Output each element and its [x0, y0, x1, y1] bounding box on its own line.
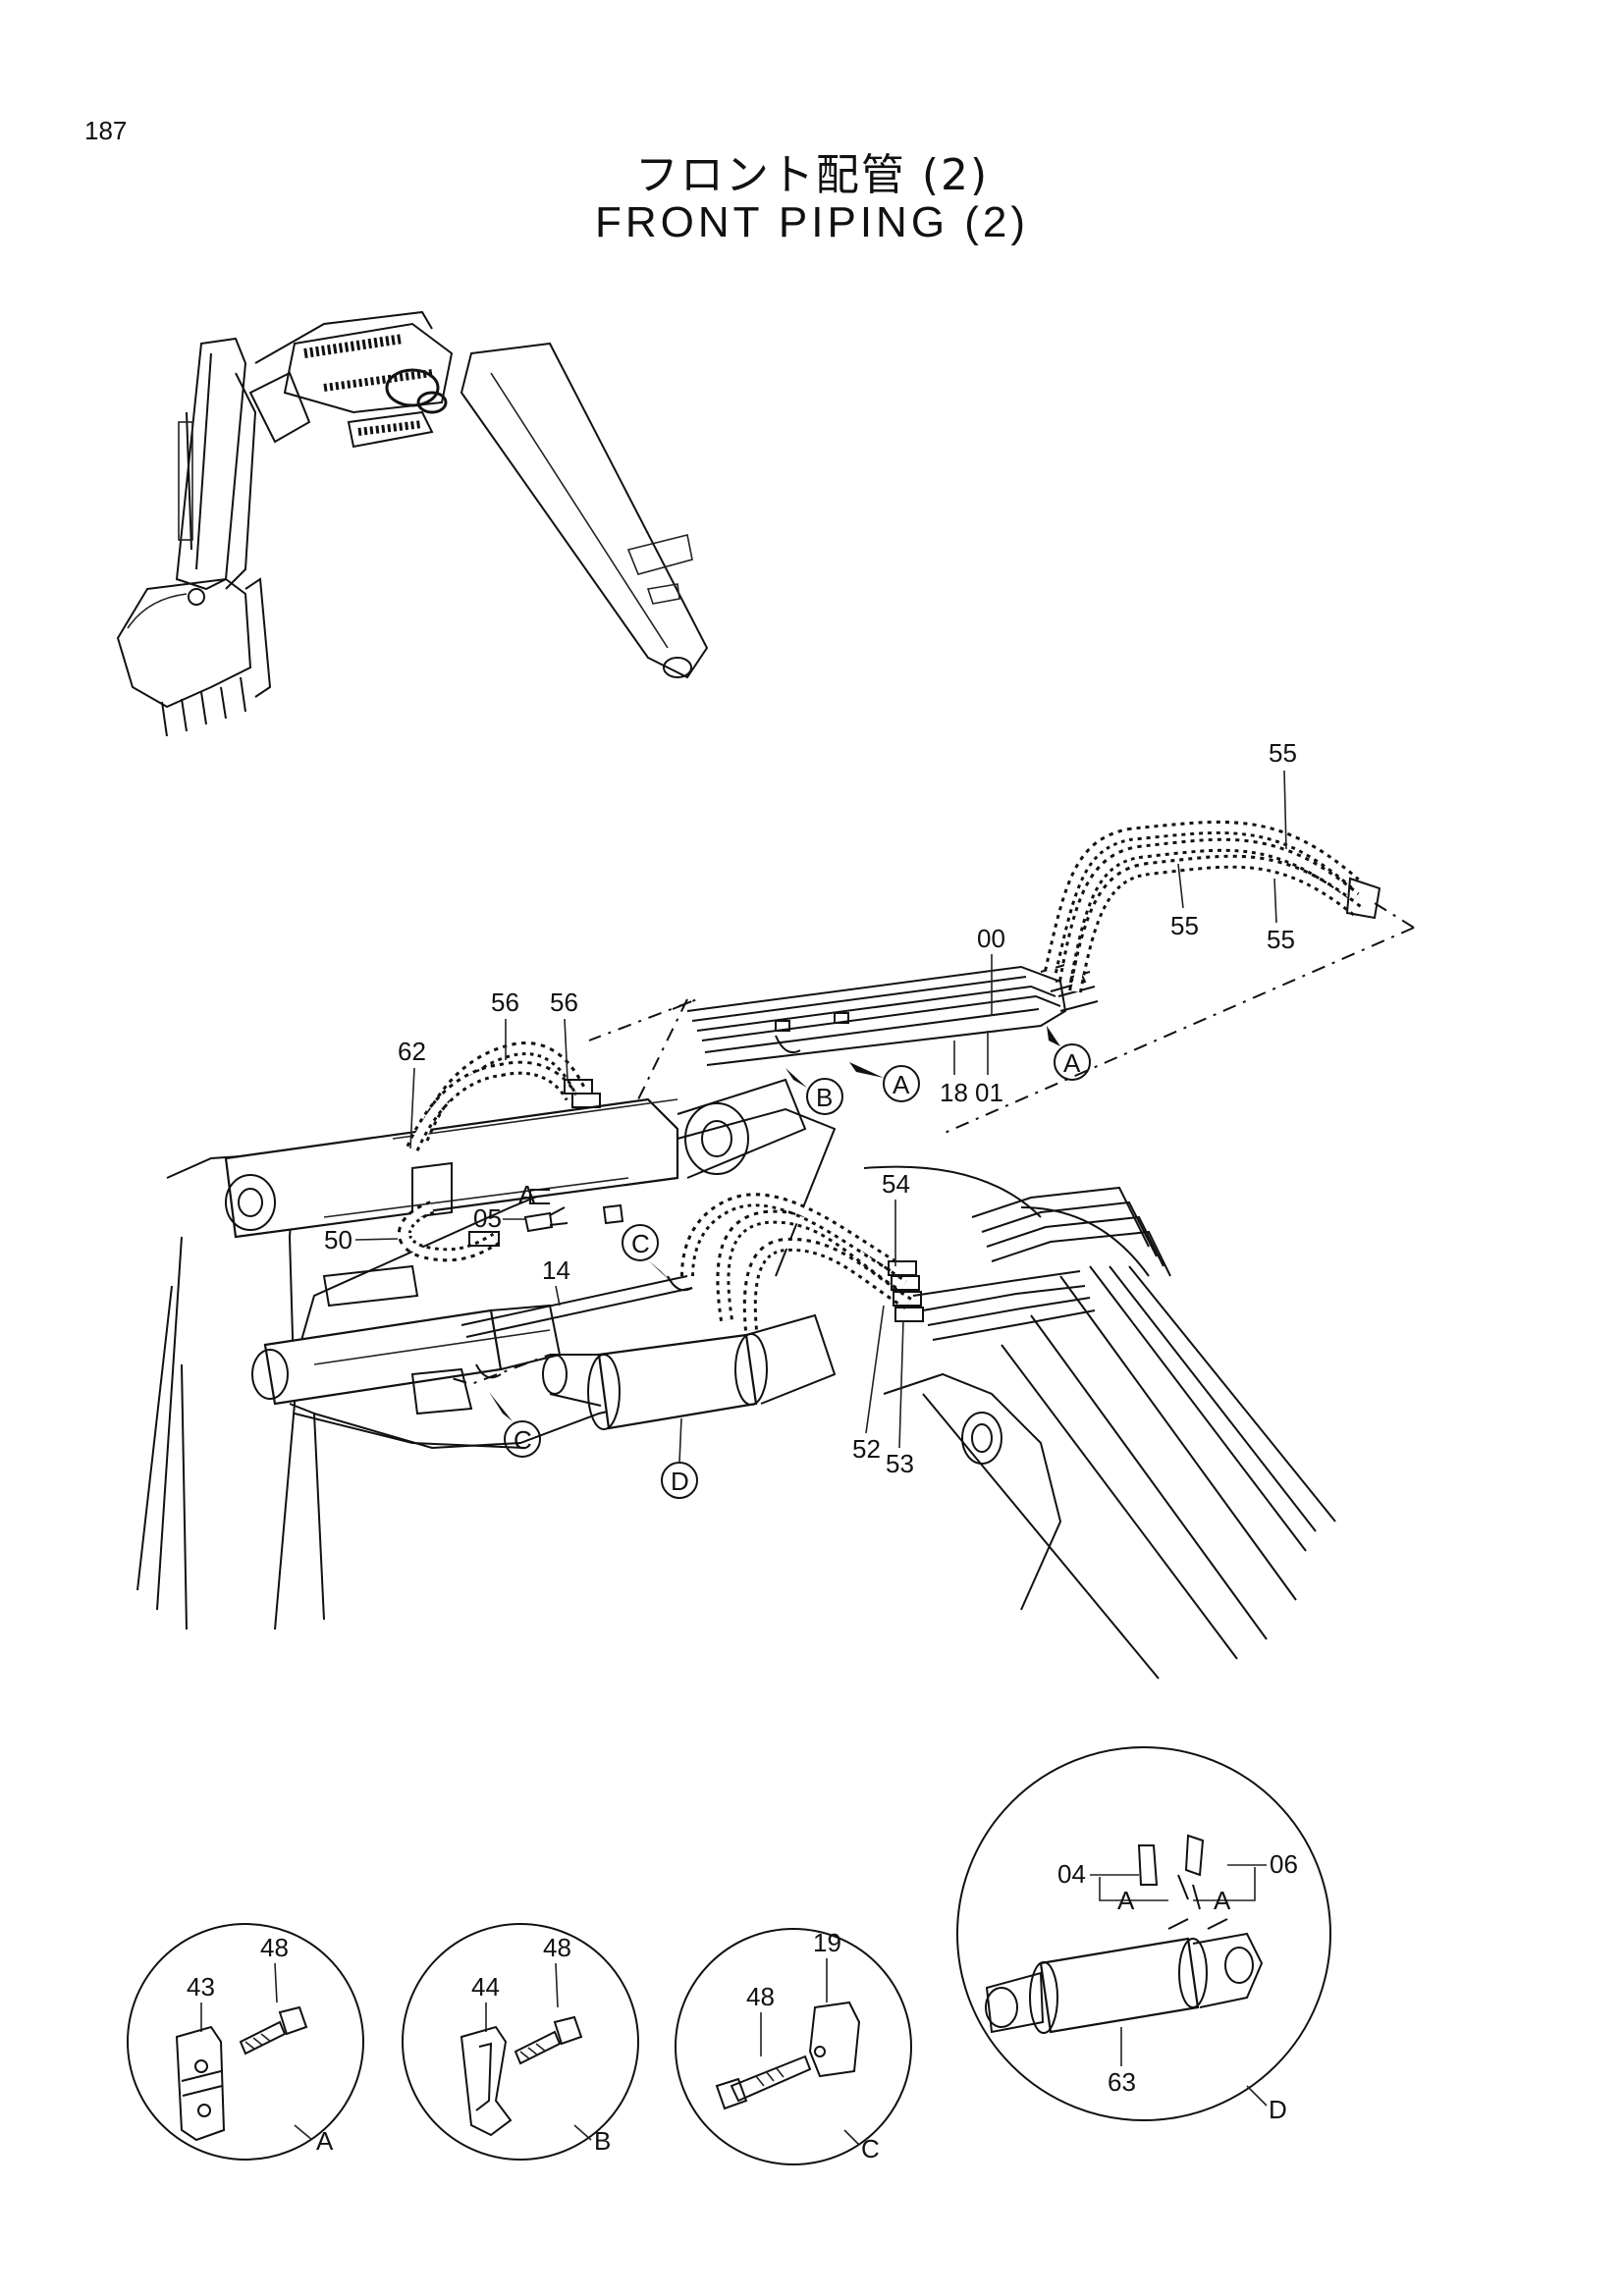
svg-text:C: C	[631, 1229, 650, 1258]
svg-text:A: A	[1063, 1048, 1081, 1078]
detail-view-d: 04 06 A A 63 D	[956, 1746, 1331, 2124]
callout-53: 53	[886, 1449, 914, 1478]
detail-a-part-43: 43	[187, 1972, 215, 2002]
overview-excavator-front	[116, 310, 709, 737]
callout-05: 05	[473, 1203, 502, 1233]
view-ref-a-right: A	[1047, 1026, 1091, 1081]
view-ref-c-upper: C	[622, 1224, 676, 1286]
callout-01: 01	[975, 1078, 1003, 1107]
detail-c-part-48: 48	[746, 1982, 775, 2011]
callout-56-right: 56	[550, 988, 578, 1017]
callout-52: 52	[852, 1434, 881, 1464]
callout-56-left: 56	[491, 988, 519, 1017]
page-title-english: FRONT PIPING (2)	[594, 198, 1030, 246]
callout-50: 50	[324, 1225, 352, 1255]
callout-54: 54	[882, 1169, 910, 1199]
detail-b-part-44: 44	[471, 1972, 500, 2002]
callout-14: 14	[542, 1255, 570, 1285]
detail-c-letter: C	[861, 2134, 880, 2163]
detail-view-a: 43 48 A	[127, 1923, 364, 2161]
svg-text:B: B	[816, 1083, 833, 1112]
callout-62: 62	[398, 1037, 426, 1066]
callout-55-top: 55	[1269, 738, 1297, 768]
view-ref-c-lower: C	[489, 1392, 541, 1458]
view-ref-b: B	[785, 1068, 843, 1115]
fitting-view-label-a: A	[518, 1180, 536, 1209]
callout-00: 00	[977, 924, 1005, 953]
detail-view-b: 44 48 B	[402, 1923, 639, 2161]
main-boom-assembly	[136, 820, 1415, 1680]
detail-d-part-63: 63	[1108, 2067, 1136, 2097]
svg-text:A: A	[893, 1070, 910, 1099]
detail-a-letter: A	[316, 2126, 334, 2156]
detail-d-sub-a-left: A	[1117, 1886, 1135, 1915]
view-ref-d: D	[661, 1417, 698, 1499]
detail-d-part-04: 04	[1057, 1859, 1086, 1889]
detail-d-sub-a-right: A	[1214, 1886, 1231, 1915]
detail-d-part-06: 06	[1270, 1849, 1298, 1879]
detail-b-letter: B	[594, 2126, 611, 2156]
detail-d-letter: D	[1269, 2095, 1287, 2124]
detail-view-c: 19 48 C	[675, 1928, 912, 2165]
detail-a-part-48: 48	[260, 1933, 289, 1962]
callout-55-right: 55	[1267, 925, 1295, 954]
callout-55-left: 55	[1170, 911, 1199, 940]
view-ref-a-left: A	[849, 1062, 920, 1102]
callout-18: 18	[940, 1078, 968, 1107]
callout-labels: 55 55 55 00 18 01 56 56 62 50 05 14 54 5…	[324, 738, 1297, 1499]
detail-c-part-19: 19	[813, 1928, 841, 1957]
page-number: 187	[84, 116, 128, 145]
svg-text:D: D	[671, 1467, 689, 1496]
svg-text:C: C	[514, 1425, 532, 1455]
page-title-japanese: フロント配管 (2)	[634, 150, 990, 200]
detail-b-part-48: 48	[543, 1933, 571, 1962]
